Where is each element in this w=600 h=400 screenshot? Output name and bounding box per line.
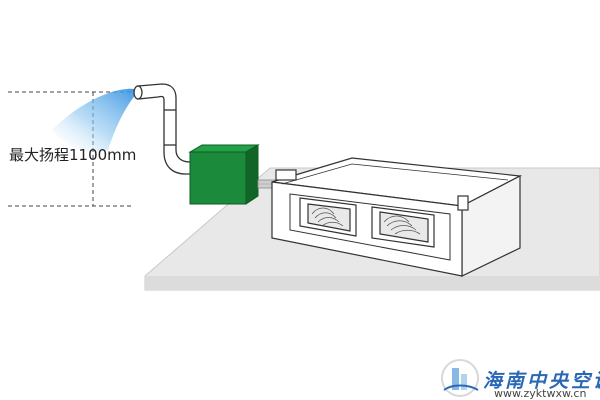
watermark-brand: 海南中央空调 [483,370,600,392]
water-spray [52,88,140,153]
ducted-indoor-unit-icon [271,157,523,277]
watermark-logo-icon [441,359,479,397]
fan-blades [311,207,421,235]
max-lift-label: 最大扬程1100mm [9,146,137,164]
drain-pump-icon [188,144,260,205]
watermark-url: www.zyktwxw.cn [494,387,587,400]
drain-pipe [133,83,197,175]
